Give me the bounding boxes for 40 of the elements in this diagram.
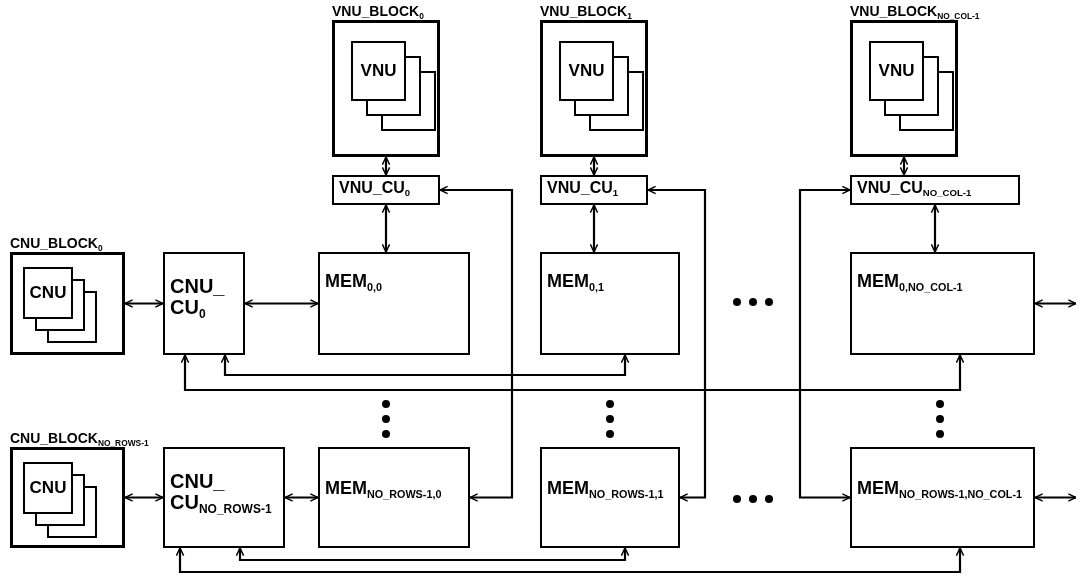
block-heading: CNU_BLOCK$_{NO_ROWS-1}$ <box>10 430 149 448</box>
unit-box: CNU <box>23 267 73 319</box>
process-box: VNU_CU$_{NO_COL-1}$ <box>850 175 1020 205</box>
arrow <box>589 156 599 176</box>
arrow <box>439 185 514 502</box>
arrow <box>244 299 319 308</box>
process-box: MEM$_{NO_ROWS-1,1}$ <box>540 447 680 548</box>
process-box: CNU_ CU$_{0}$ <box>163 252 245 355</box>
block-heading: VNU_BLOCK$_{NO_COL-1}$ <box>850 3 980 21</box>
arrow <box>381 156 391 176</box>
arrow <box>798 185 851 502</box>
arrow <box>930 204 940 253</box>
block-heading: CNU_BLOCK$_{0}$ <box>10 235 103 253</box>
block-heading: VNU_BLOCK$_{1}$ <box>540 3 632 21</box>
arrow <box>124 493 164 502</box>
process-box: MEM$_{NO_ROWS-1,NO_COL-1}$ <box>850 447 1035 548</box>
unit-box: CNU <box>23 462 73 514</box>
arrow <box>220 354 630 377</box>
process-box: MEM$_{0,NO_COL-1}$ <box>850 252 1035 355</box>
arrow <box>899 156 909 176</box>
arrow <box>647 185 707 502</box>
process-box: VNU_CU$_{0}$ <box>332 175 440 205</box>
process-box: MEM$_{0,0}$ <box>318 252 470 355</box>
unit-box: VNU <box>869 41 924 101</box>
arrow <box>235 547 630 562</box>
process-box: VNU_CU$_{1}$ <box>540 175 648 205</box>
arrow <box>1034 299 1077 308</box>
process-box: CNU_ CU$_{NO_ROWS-1}$ <box>163 447 285 548</box>
block-heading: VNU_BLOCK$_{0}$ <box>332 3 424 21</box>
unit-box: VNU <box>351 41 406 101</box>
arrow <box>124 299 164 308</box>
arrow <box>589 204 599 253</box>
unit-box: VNU <box>559 41 614 101</box>
arrow <box>284 493 319 502</box>
process-box: MEM$_{NO_ROWS-1,0}$ <box>318 447 470 548</box>
arrow <box>175 547 965 574</box>
process-box: MEM$_{0,1}$ <box>540 252 680 355</box>
arrow <box>381 204 391 253</box>
arrow <box>1034 493 1077 502</box>
arrow <box>180 354 965 392</box>
